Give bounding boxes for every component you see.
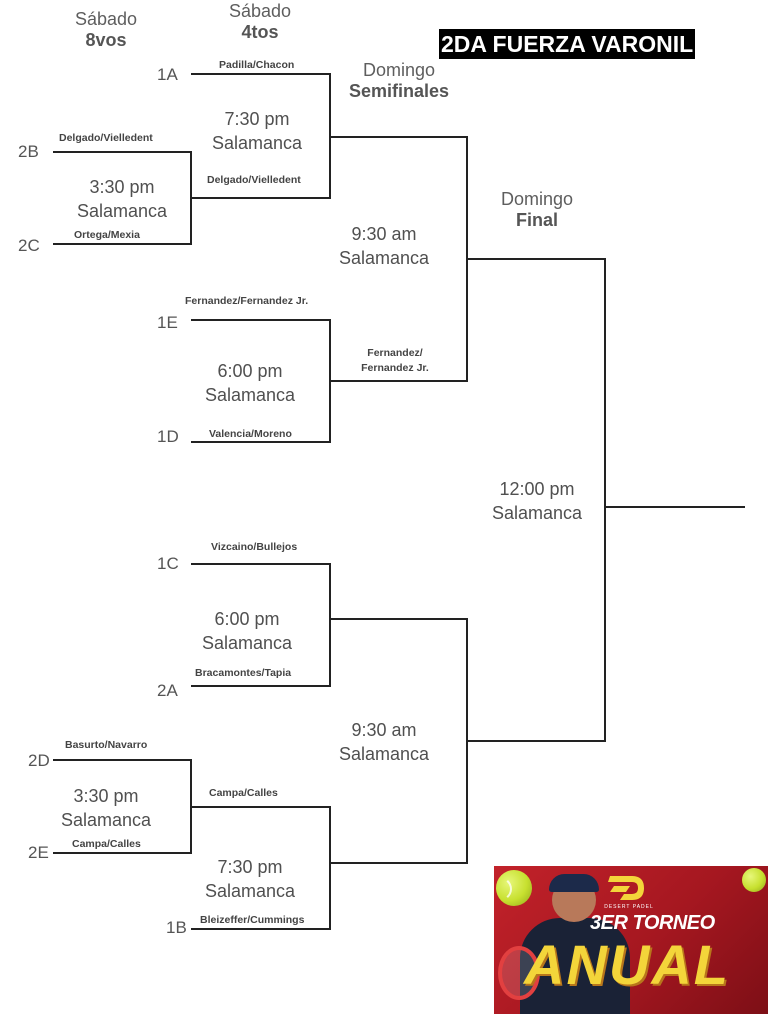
desert-padel-logo-icon (608, 876, 644, 900)
racket-icon (498, 946, 540, 1000)
team-name: Ortega/Mexia (74, 229, 140, 241)
round-header-r16: Sábado 8vos (56, 9, 156, 51)
round-header-qf-round: 4tos (241, 22, 279, 42)
team-name: Padilla/Chacon (219, 59, 295, 71)
player-cap (549, 874, 599, 892)
match-time: 3:30 pm (73, 786, 139, 806)
round-header-sf: Domingo Semifinales (334, 60, 464, 102)
round-header-final-round: Final (515, 210, 558, 230)
round-header-qf: Sábado 4tos (210, 1, 310, 43)
bracket-line (466, 258, 606, 260)
bracket-line (329, 862, 467, 864)
team-name: Basurto/Navarro (65, 739, 148, 751)
seed-2a: 2A (157, 681, 178, 700)
seed-2d: 2D (28, 751, 50, 770)
match-venue: Salamanca (204, 881, 296, 901)
team-name: Campa/Calles (209, 787, 278, 799)
match-time: 7:30 pm (217, 857, 283, 877)
round-header-sf-round: Semifinales (348, 81, 450, 101)
brand-text: DESERT PADEL (604, 904, 654, 910)
match-time: 6:00 pm (214, 609, 280, 629)
team-name: Bleizeffer/Cummings (200, 914, 305, 926)
match-info-qf3: 6:00 pm Salamanca (172, 607, 322, 655)
match-info-qf4: 7:30 pm Salamanca (175, 855, 325, 903)
round-header-final: Domingo Final (477, 189, 597, 231)
seed-1d: 1D (157, 427, 179, 446)
bracket-line (191, 928, 330, 930)
bracket-line (329, 563, 331, 687)
seed-2c: 2C (18, 236, 40, 255)
match-time: 12:00 pm (499, 479, 575, 499)
seed-2e: 2E (28, 843, 49, 862)
match-time: 9:30 am (351, 224, 417, 244)
match-time: 6:00 pm (217, 361, 283, 381)
match-venue: Salamanca (211, 133, 303, 153)
bracket-line (53, 243, 191, 245)
match-time: 7:30 pm (224, 109, 290, 129)
team-name: Campa/Calles (72, 838, 141, 850)
bracket-line (329, 618, 467, 620)
team-name-line: Fernandez/ (367, 347, 423, 359)
team-name: Bracamontes/Tapia (195, 667, 292, 679)
bracket-line (191, 685, 330, 687)
seed-1c: 1C (157, 554, 179, 573)
seed-1e: 1E (157, 313, 178, 332)
bracket-line (191, 319, 330, 321)
seed-2b: 2B (18, 142, 39, 161)
team-name-line: Fernandez Jr. (361, 362, 429, 374)
team-name: Delgado/Vielledent (207, 174, 301, 186)
team-name: Valencia/Moreno (209, 428, 292, 440)
match-info-sf2: 9:30 am Salamanca (309, 718, 459, 766)
banner-line1: 3ER TORNEO (590, 912, 715, 934)
match-info-qf2: 6:00 pm Salamanca (175, 359, 325, 407)
match-info-r16-bot: 3:30 pm Salamanca (31, 784, 181, 832)
match-venue: Salamanca (204, 385, 296, 405)
team-name: Fernandez/Fernandez Jr. (185, 295, 309, 307)
match-venue: Salamanca (60, 810, 152, 830)
match-venue: Salamanca (491, 503, 583, 523)
bracket-line (53, 151, 191, 153)
seed-1a: 1A (157, 65, 178, 84)
match-venue: Salamanca (201, 633, 293, 653)
round-header-qf-day: Sábado (228, 1, 292, 21)
bracket-line (191, 73, 330, 75)
match-info-qf1: 7:30 pm Salamanca (182, 107, 332, 155)
match-time: 9:30 am (351, 720, 417, 740)
bracket-line (53, 759, 191, 761)
match-time: 3:30 pm (89, 177, 155, 197)
bracket-line (604, 506, 745, 508)
bracket-line (329, 806, 331, 930)
match-info-sf1: 9:30 am Salamanca (309, 222, 459, 270)
banner-line2: ANUAL (524, 933, 730, 996)
match-info-final: 12:00 pm Salamanca (462, 477, 612, 525)
match-info-r16-top: 3:30 pm Salamanca (47, 175, 197, 223)
round-header-sf-day: Domingo (362, 60, 436, 80)
bracket-line (329, 380, 467, 382)
match-venue: Salamanca (76, 201, 168, 221)
round-header-r16-day: Sábado (74, 9, 138, 29)
round-header-r16-round: 8vos (85, 30, 127, 50)
bracket-line (191, 441, 330, 443)
team-name: Fernandez/ Fernandez Jr. (358, 347, 432, 374)
team-name: Vizcaino/Bullejos (211, 541, 298, 553)
tennis-ball-icon (496, 870, 532, 906)
bracket-line (190, 806, 330, 808)
bracket-title: 2DA FUERZA VARONIL (439, 29, 696, 59)
team-name: Delgado/Vielledent (59, 132, 153, 144)
bracket-line (466, 740, 606, 742)
seed-1b: 1B (166, 918, 187, 937)
match-venue: Salamanca (338, 744, 430, 764)
bracket-line (191, 563, 330, 565)
match-venue: Salamanca (338, 248, 430, 268)
bracket-line (604, 258, 606, 742)
bracket-line (190, 197, 330, 199)
tournament-banner: DESERT PADEL 3ER TORNEO ANUAL (494, 866, 768, 1014)
round-header-final-day: Domingo (500, 189, 574, 209)
bracket-line (53, 852, 191, 854)
bracket-line (329, 136, 467, 138)
tennis-ball-icon (742, 868, 766, 892)
